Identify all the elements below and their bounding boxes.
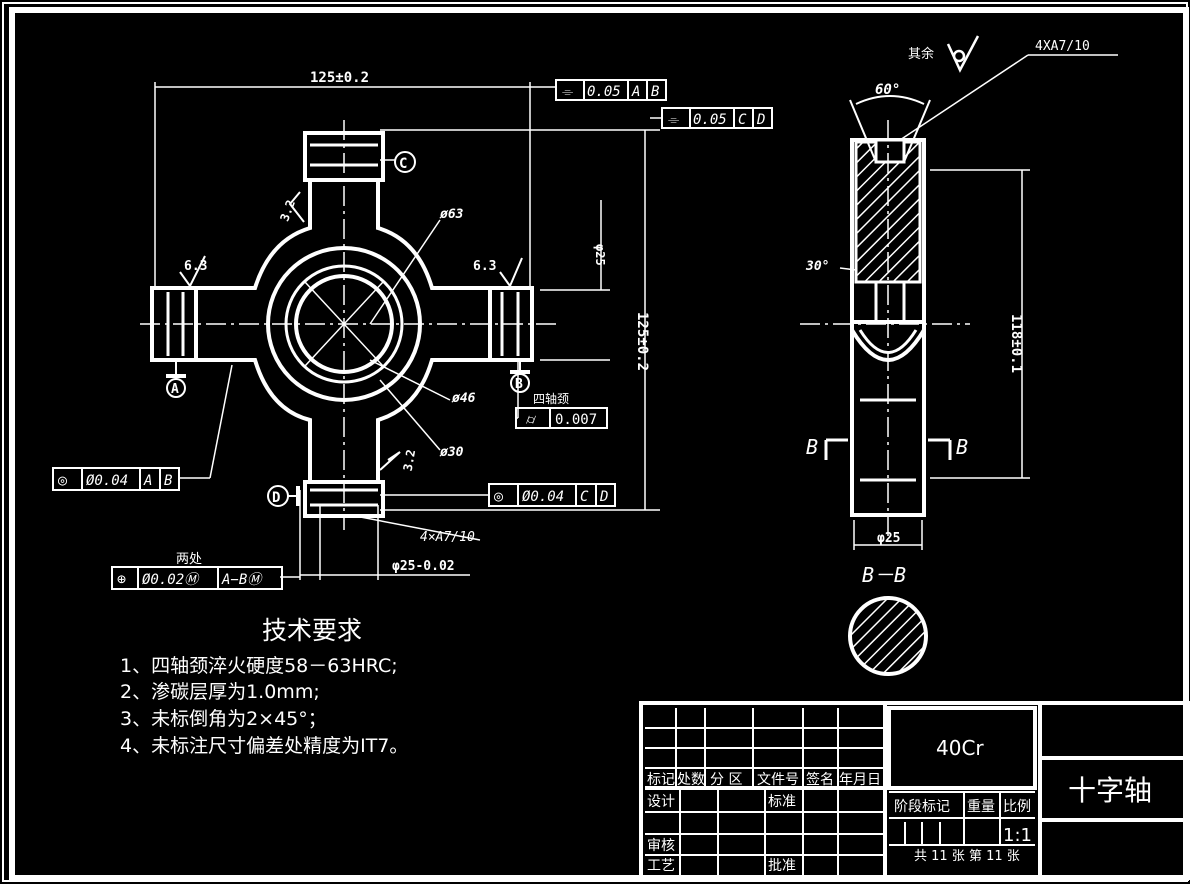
tech-req-item-2: 2、渗碳层厚为1.0mm;	[120, 681, 320, 703]
tol-datum-2: B	[164, 473, 172, 489]
tol-symbol: ⌯	[562, 84, 573, 100]
datum-d: D	[272, 490, 280, 506]
tb-rev-h2: 处数	[677, 772, 705, 788]
datum-b: B	[515, 377, 523, 392]
section-title: B－B	[862, 563, 906, 587]
chamfer-ref-label: 4XA7/10	[1035, 39, 1090, 54]
tb-process-label: 工艺	[647, 858, 675, 874]
roughness-left-label: 6.3	[184, 259, 207, 274]
tol-symbol: ⊕	[117, 570, 126, 588]
tb-rev-h6: 年月日	[839, 772, 881, 788]
remaining-roughness-label: 其余	[908, 46, 934, 62]
tech-req-title: 技术要求	[262, 616, 362, 645]
tb-scale-value: 1:1	[1003, 825, 1032, 846]
side-view	[800, 54, 1118, 550]
tol-datum-2: D	[599, 489, 608, 505]
roughness-top-label: 3.2	[277, 198, 298, 223]
tb-rev-h4: 文件号	[757, 772, 799, 788]
section-b-right: B	[956, 435, 968, 459]
roughness-remaining-icon	[946, 35, 980, 73]
title-block	[639, 701, 1190, 880]
roughness-marks	[179, 191, 523, 471]
tol-value: Ø0.04	[522, 489, 564, 505]
roughness-right-label: 6.3	[473, 259, 496, 274]
tb-approve-label: 批准	[768, 858, 796, 874]
dim-side-height: 118±0.1	[1008, 314, 1024, 373]
tol-frame-coax-ab: ◎ Ø0.04 A B	[52, 467, 180, 491]
front-dims	[154, 82, 662, 578]
tech-req-item-4: 4、未标注尺寸偏差处精度为IT7。	[120, 735, 408, 757]
datum-c: C	[399, 156, 407, 172]
datum-a: A	[171, 382, 179, 397]
tb-standard-label: 标准	[768, 794, 796, 810]
tb-weight-label: 重量	[967, 799, 995, 815]
tol-datum-1: A	[631, 84, 640, 100]
tech-req-item-1: 1、四轴颈淬火硬度58－63HRC;	[120, 655, 398, 677]
dia-30-label: ø30	[439, 445, 464, 460]
inner-border	[9, 7, 1189, 881]
tol-datum-2: B	[651, 84, 659, 100]
hole-callout-front: 4×A7/10	[420, 530, 475, 545]
dim-top-overall: 125±0.2	[310, 70, 369, 86]
four-journals-label: 四轴颈	[533, 391, 569, 406]
section-view-circle	[848, 596, 928, 676]
roughness-bottom-label: 3.2	[401, 448, 419, 472]
tol-symbol: ◎	[58, 471, 67, 489]
tb-scale-label: 比例	[1003, 799, 1031, 815]
datum-markers	[166, 151, 530, 507]
tol-symbol: ⌯	[668, 112, 679, 128]
tol-frame-pos: ⊕ Ø0.02Ⓜ A−BⓂ	[111, 566, 283, 590]
tol-value: 0.007	[555, 412, 597, 428]
angle-60-label: 60°	[875, 82, 900, 98]
tol-datum-2: D	[756, 112, 765, 128]
tol-datum-1: C	[738, 112, 747, 128]
tb-rev-h3: 分 区	[710, 772, 742, 788]
tb-sheets: 共 11 张 第 11 张	[914, 849, 1020, 864]
tb-stage-label: 阶段标记	[894, 799, 950, 815]
tb-part-name: 十字轴	[1068, 774, 1152, 807]
tol-frame-cyl: ⌭ 0.007	[515, 407, 608, 429]
tol-datum-1: A	[143, 473, 152, 489]
tol-value: 0.05	[693, 112, 727, 128]
dim-right-overall: 125±0.2	[634, 312, 650, 371]
tb-rev-h1: 标记	[647, 772, 675, 788]
tol-value: Ø0.04	[86, 473, 128, 489]
two-places-label: 两处	[176, 552, 202, 567]
tol-datum-1: A−BⓂ	[221, 572, 263, 588]
tol-frame-sym-ab: ⌯ 0.05 A B	[555, 79, 667, 101]
dia-46-label: ø46	[451, 391, 476, 406]
tol-symbol: ⌭	[526, 412, 536, 428]
front-view	[140, 120, 560, 580]
tol-frame-coax-cd: ◎ Ø0.04 C D	[488, 483, 616, 507]
dim-bottom: φ25-0.02	[392, 559, 455, 574]
tb-rev-h5: 签名	[806, 771, 834, 788]
tb-material: 40Cr	[936, 736, 984, 760]
tol-symbol: ◎	[494, 487, 503, 505]
tol-value: 0.05	[587, 84, 621, 100]
section-b-left: B	[806, 435, 818, 459]
angle-30-label: 30°	[805, 259, 829, 274]
tb-reviewer-label: 审核	[647, 838, 675, 854]
tech-req-item-3: 3、未标倒角为2×45°；	[120, 708, 327, 730]
dim-right-small: φ25	[593, 244, 607, 266]
tol-datum-1: C	[580, 489, 589, 505]
tol-frame-sym-cd: ⌯ 0.05 C D	[661, 107, 773, 129]
dim-side-width: φ25	[877, 531, 900, 546]
dia-63-label: ø63	[439, 207, 464, 222]
tol-value: Ø0.02Ⓜ	[142, 572, 200, 588]
tb-designer-label: 设计	[647, 794, 675, 810]
